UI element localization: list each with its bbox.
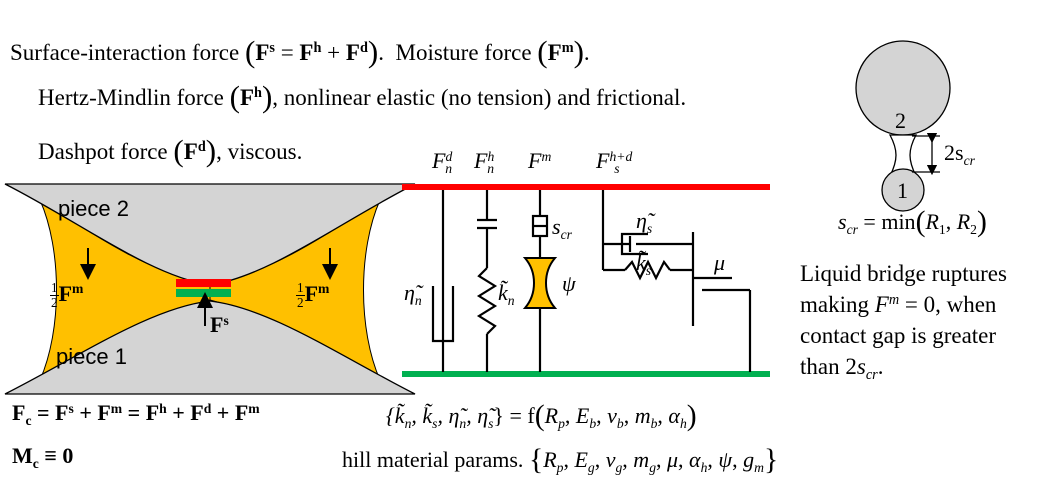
label-Fshd: Fh+ds — [596, 148, 633, 176]
sphere-2-label: 2 — [895, 108, 906, 133]
label-Fm: Fm — [528, 148, 552, 173]
hill-params-equation: hill material params. {Rp, Eg, νg, mg, μ… — [342, 443, 779, 476]
rupture-note-line-2: making Fm = 0, when — [800, 292, 997, 317]
force-balance-equation: Fc = Fs + Fm = Fh + Fd + Fm — [12, 400, 260, 428]
contact-top-plate — [176, 279, 231, 287]
sphere-1-label: 1 — [897, 178, 908, 203]
label-eta-s: η̃s — [636, 208, 653, 236]
liquid-bridge-branch — [531, 190, 549, 372]
contact-bottom-plate — [176, 289, 231, 297]
spring-k-n — [476, 190, 498, 372]
scr-equation: scr = min(R1, R2) — [838, 205, 987, 238]
header-line-1: Surface-interaction force (Fs = Fh + Fd)… — [10, 33, 590, 69]
header-line-3: Dashpot force (Fd), viscous. — [38, 132, 303, 168]
label-mu: μ — [714, 250, 726, 275]
label-k-s: k̃s — [636, 250, 652, 278]
piece-1-label: piece 1 — [56, 344, 127, 369]
sphere-1 — [881, 168, 925, 212]
gap-label: 2scr — [944, 140, 975, 168]
moment-equation: Mc ≡ 0 — [12, 443, 74, 471]
dashpot-eta-n — [431, 190, 455, 372]
header-line-2: Hertz-Mindlin force (Fh), nonlinear elas… — [38, 78, 687, 114]
label-k-n: k̃n — [498, 280, 515, 308]
shear-network — [601, 190, 752, 372]
gap-dimension — [912, 132, 940, 176]
label-eta-n: η̃n — [404, 280, 422, 308]
label-Fnh: Fhn — [474, 148, 495, 176]
piece-2-label: piece 2 — [58, 196, 129, 221]
label-s-cr: scr — [552, 214, 572, 242]
surface-force-label: Fs — [210, 312, 229, 337]
liquid-bridge-psi — [522, 257, 558, 309]
rupture-note-line-3: contact gap is greater — [800, 323, 997, 348]
rupture-note-line-1: Liquid bridge ruptures — [800, 261, 1007, 286]
stiffness-params-equation: {k̃n, k̃s, η̃n, η̃s} = f(Rp, Eb, νb, mb,… — [386, 399, 697, 432]
label-Fnd: Fdn — [432, 148, 453, 176]
label-psi: ψ — [562, 271, 576, 296]
rupture-note-line-4: than 2scr. — [800, 354, 884, 383]
